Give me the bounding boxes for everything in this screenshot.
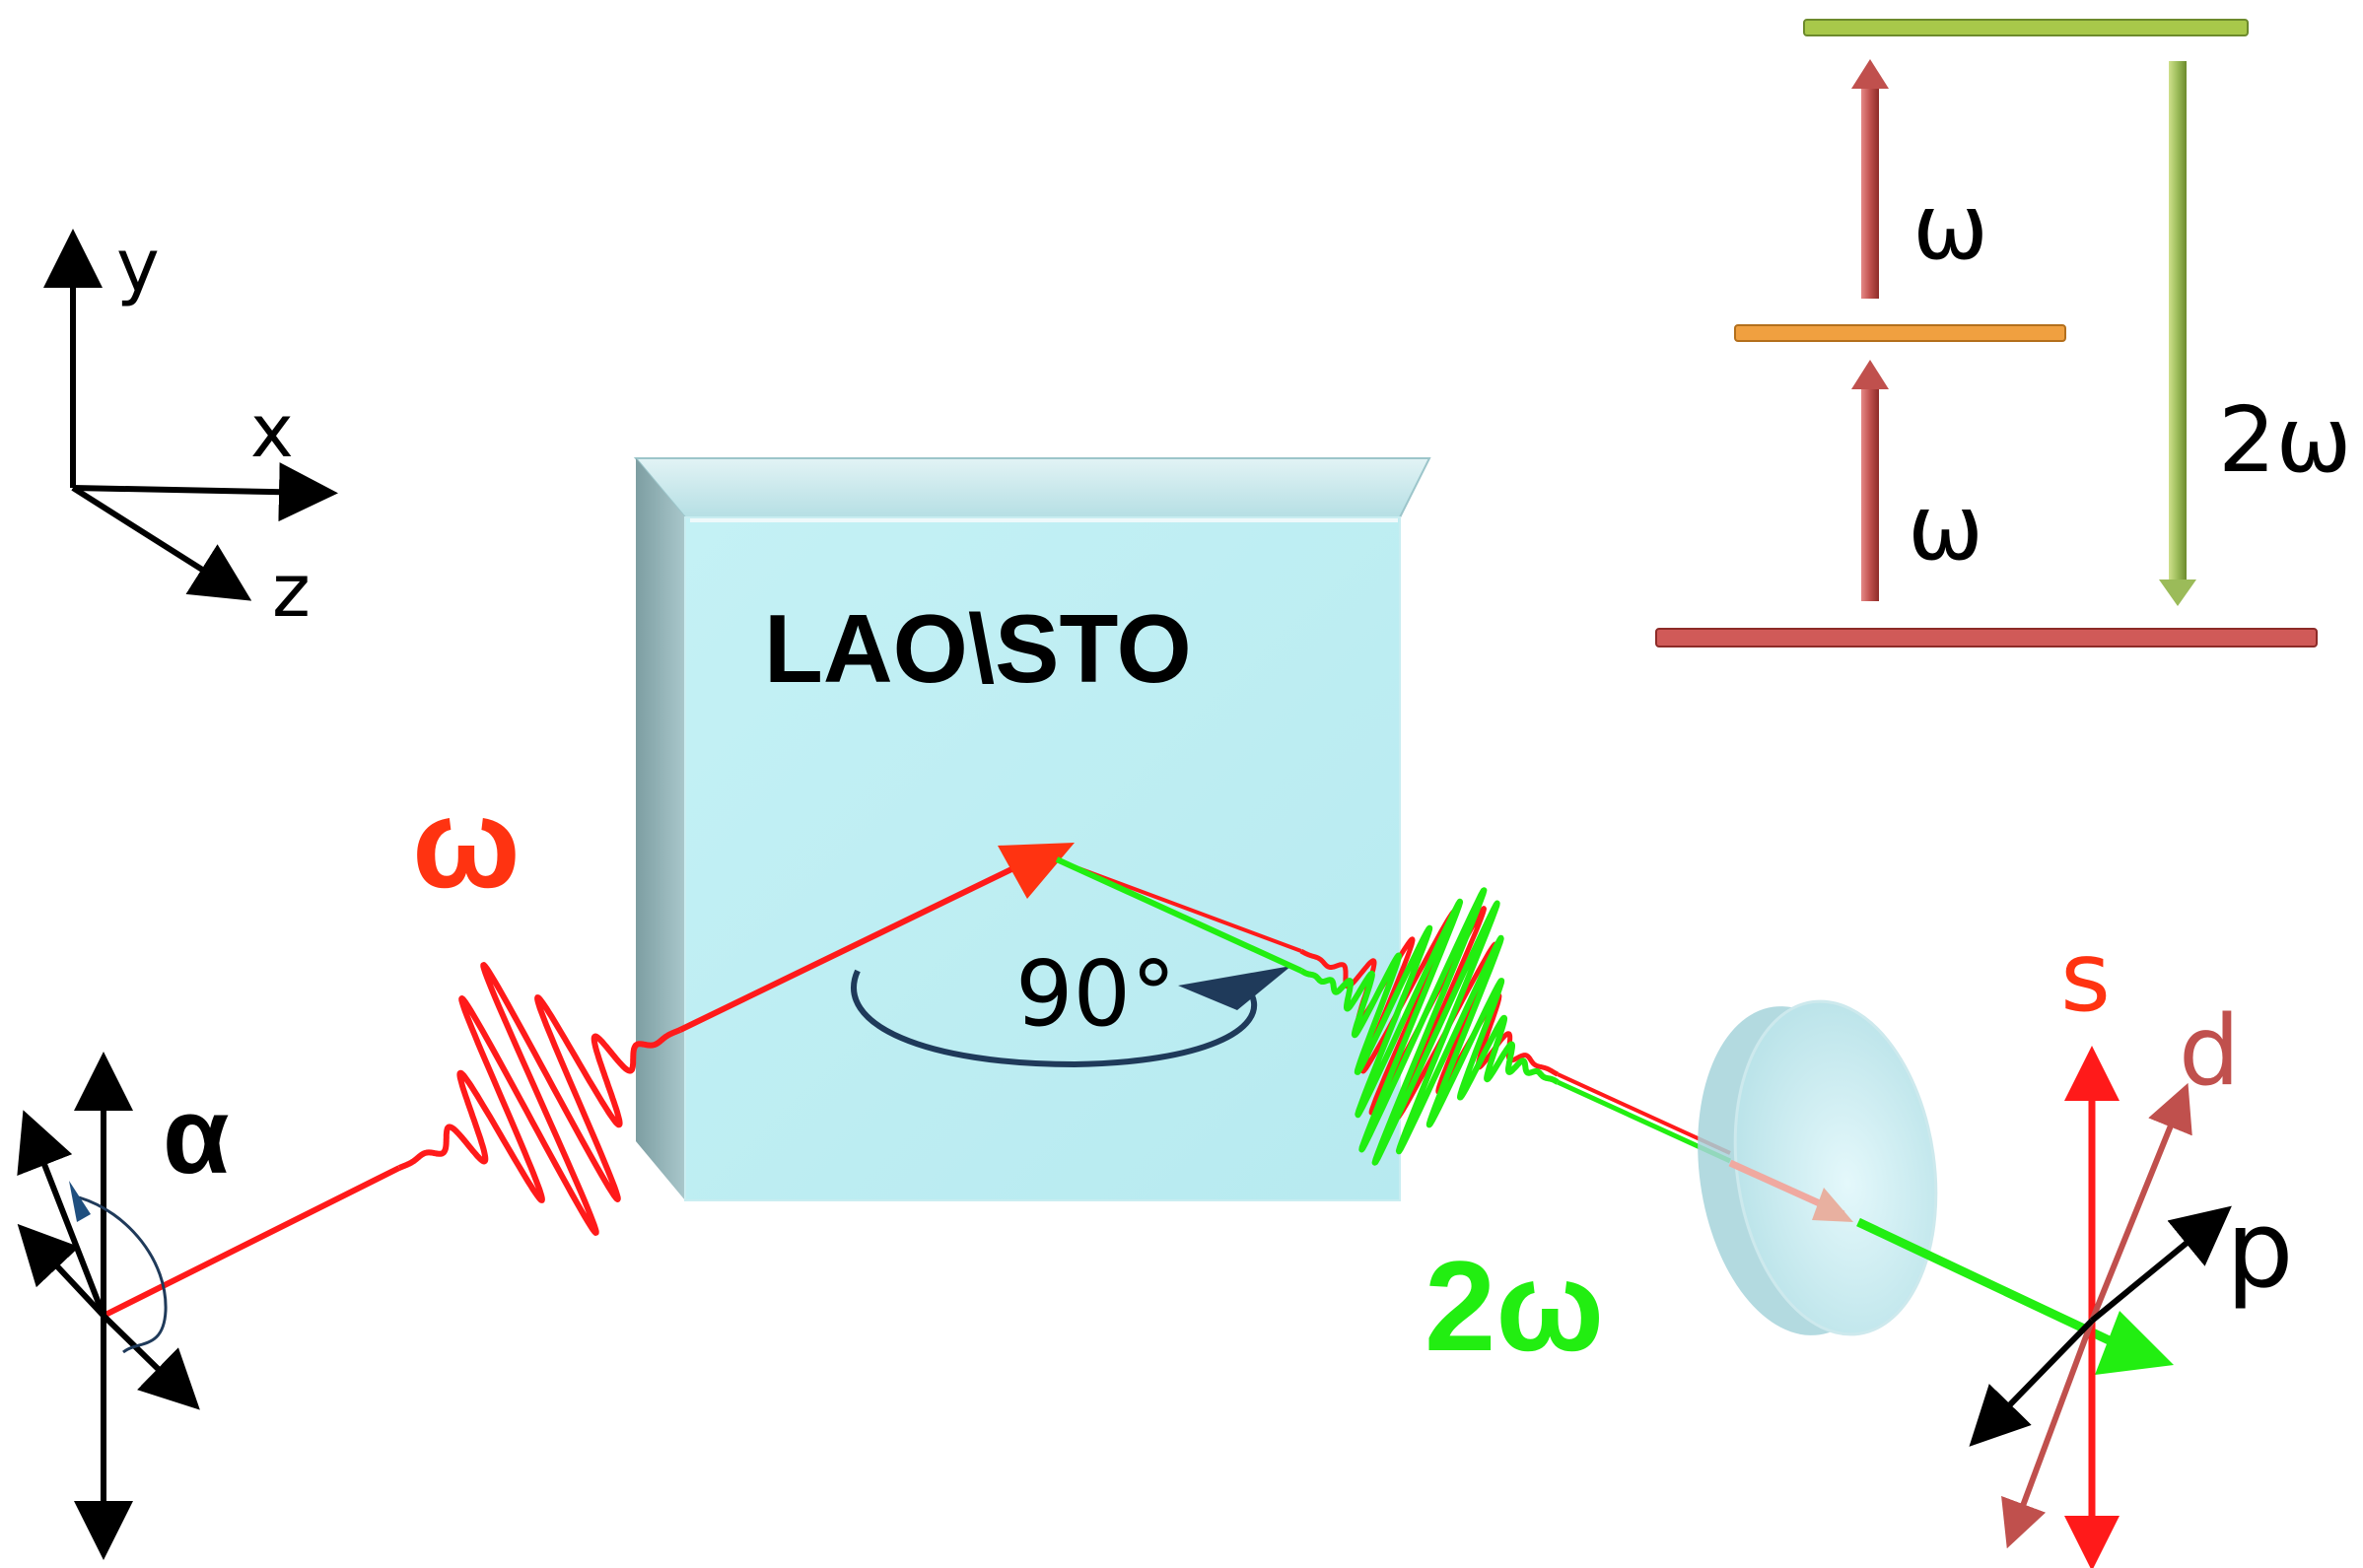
z-axis-label: z <box>272 549 311 634</box>
second-harmonic-wave-packet <box>1298 887 1561 1166</box>
energy-two-omega-label: 2ω <box>2218 387 2352 493</box>
x-axis-arrow <box>72 462 338 522</box>
omega-lower-arrow <box>1861 384 1879 601</box>
fundamental-arrowhead <box>998 843 1075 899</box>
p-label: p <box>2226 1189 2294 1312</box>
upper-level <box>1803 19 2249 36</box>
p-polarization-arrow <box>2090 1205 2232 1324</box>
lao-sto-crystal <box>633 457 1431 1201</box>
s-label: s <box>2060 921 2111 1034</box>
sample-label: LAO\STO <box>764 594 1192 703</box>
reflected-green-line <box>1055 856 1303 974</box>
two-omega-arrow <box>2169 61 2187 583</box>
energy-level-diagram <box>1655 19 2318 648</box>
alpha-angle-marker <box>69 1181 91 1222</box>
rotation-label: 90° <box>1015 941 1176 1047</box>
fundamental-wave-packet <box>396 962 683 1236</box>
energy-omega-upper-label: ω <box>1912 174 1988 280</box>
d-label: d <box>2179 995 2240 1108</box>
y-axis-label: y <box>116 224 160 308</box>
output-arrowhead <box>2095 1311 2174 1375</box>
second-harmonic-label: 2ω <box>1425 1234 1604 1378</box>
z-axis-arrow <box>71 485 252 601</box>
ground-level <box>1655 628 2318 648</box>
x-axis-label: x <box>250 389 294 474</box>
d-polarization-arrow <box>2089 1082 2192 1323</box>
coordinate-axes <box>43 229 338 601</box>
output-polarization <box>1969 1046 2232 1568</box>
transmitted-beam <box>1728 1159 2174 1375</box>
fundamental-label: ω <box>412 771 521 915</box>
virtual-level <box>1734 324 2066 342</box>
alpha-label: α <box>163 1075 230 1196</box>
rotation-arrow <box>851 969 1257 1068</box>
omega-upper-arrow <box>1861 84 1879 299</box>
analyzer-lens <box>1698 999 1938 1336</box>
rotation-arrowhead <box>1178 966 1291 1010</box>
energy-omega-lower-label: ω <box>1908 475 1983 580</box>
input-polarization <box>17 1052 200 1560</box>
